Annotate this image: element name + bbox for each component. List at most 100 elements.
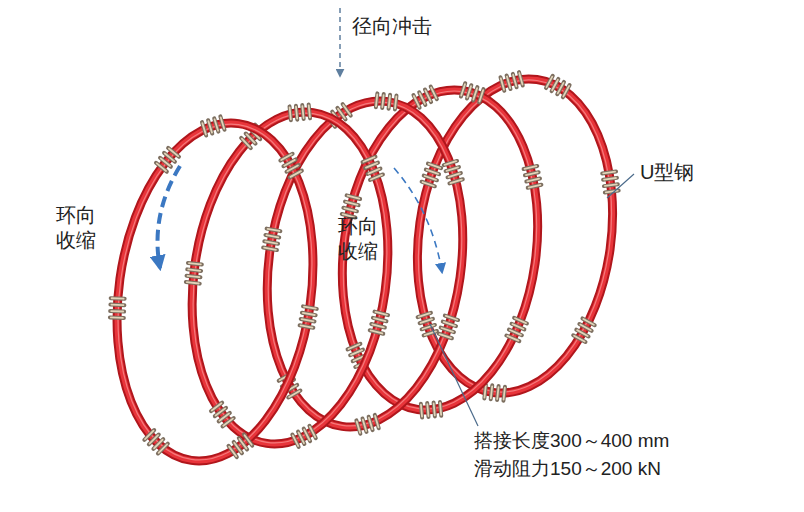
clamp-band (422, 182, 435, 187)
clamp-band-face (221, 117, 225, 128)
clamp-band-face (420, 93, 425, 104)
u-steel (96, 110, 333, 473)
clamp-band (370, 330, 384, 333)
clamp-band-face (293, 435, 298, 446)
clamp-band-face (215, 119, 219, 130)
clamp-band (424, 176, 437, 181)
clamp-band-face (264, 248, 276, 250)
clamp-band (292, 434, 298, 446)
clamp-band (419, 92, 425, 105)
clamp-band (265, 235, 279, 238)
clamp-band (382, 94, 384, 108)
clamp-band (211, 403, 222, 411)
clamp-band (375, 415, 379, 428)
clamp-band-face (507, 336, 518, 341)
clamp-band-face (284, 160, 295, 166)
clamp-band-face (202, 123, 206, 134)
clamp (229, 434, 253, 457)
clamp-band (441, 328, 454, 333)
clamp-band-face (504, 388, 505, 400)
clamp-band-face (527, 179, 539, 182)
clamp-band (491, 385, 493, 399)
clamp-band (603, 178, 617, 180)
clamp-band-face (366, 163, 377, 168)
clamp-band-face (606, 191, 618, 193)
clamp-band-face (364, 157, 375, 162)
clamp-band (413, 95, 419, 108)
clamp-band-face (245, 435, 252, 445)
clamp-band (302, 105, 303, 119)
clamp-band (421, 404, 422, 418)
clamp-band (288, 391, 300, 398)
clamp (363, 157, 383, 180)
clamp-band-face (298, 432, 303, 443)
clamp-band-face (371, 175, 382, 180)
clamp-band (144, 430, 154, 440)
clamp-band (448, 173, 461, 177)
u-steel-rings (96, 66, 632, 474)
clamp-band (557, 82, 564, 94)
clamp-band (449, 179, 462, 183)
clamp-band-face (512, 324, 523, 329)
clamp-band-face (111, 317, 123, 319)
leader-line (430, 324, 478, 426)
clamp-band (507, 76, 511, 89)
clamp-band (576, 330, 588, 337)
clamp-band (111, 296, 125, 301)
ring (172, 99, 409, 456)
clamp-band-face (444, 322, 455, 326)
clamp-band-face (513, 75, 516, 87)
clamp (500, 72, 522, 91)
clamp-band (563, 85, 570, 97)
clamp-band-face (303, 313, 315, 315)
clamp-band (208, 120, 212, 133)
clamp (573, 318, 595, 342)
clamp (413, 87, 436, 108)
clamp-band-face (189, 263, 201, 264)
clamp-band-face (111, 310, 123, 312)
clamp-band (552, 79, 559, 91)
clamp-band-face (161, 158, 170, 166)
clamp-band-face (423, 182, 434, 186)
clamp-band (369, 417, 373, 430)
clamp-band (186, 282, 200, 284)
clamp-band-face (510, 330, 521, 335)
clamp-band-face (310, 427, 315, 438)
clamp-band-face (375, 312, 387, 315)
clamp-band (528, 185, 542, 188)
clamp-band (439, 334, 452, 339)
clamp (211, 403, 234, 427)
clamp-band-face (357, 421, 360, 433)
clamp-band-face (484, 386, 485, 398)
clamp-band (348, 344, 361, 350)
clamp-band (343, 208, 357, 212)
clamp-band (422, 325, 435, 329)
clamp-band-face (265, 241, 277, 243)
clamp-band (283, 159, 295, 166)
clamp-band (428, 164, 441, 169)
clamp-band (371, 324, 385, 327)
clamp-band-face (552, 80, 558, 91)
clamp-band (370, 174, 383, 179)
clamp (370, 312, 388, 334)
clamp-band-face (491, 386, 492, 398)
clamp-band-face (558, 83, 564, 94)
clamp-band-face (111, 304, 123, 306)
clamp-band-face (425, 90, 430, 101)
clamp-band (365, 163, 378, 168)
clamp-band (509, 330, 522, 336)
clamp-band (582, 318, 594, 325)
clamp-band-face (351, 350, 362, 355)
clamp-band-face (427, 170, 438, 174)
clamp-band (524, 166, 538, 169)
clamp-band-face (208, 121, 212, 132)
clamp (300, 306, 317, 327)
clamp-band-face (603, 172, 615, 174)
clamp-band-face (304, 307, 316, 309)
clamp-band (304, 429, 310, 441)
clamp-band-face (344, 208, 356, 211)
clamp-band (526, 178, 540, 181)
clamp-band-face (242, 139, 250, 148)
clamp-band (302, 313, 316, 315)
